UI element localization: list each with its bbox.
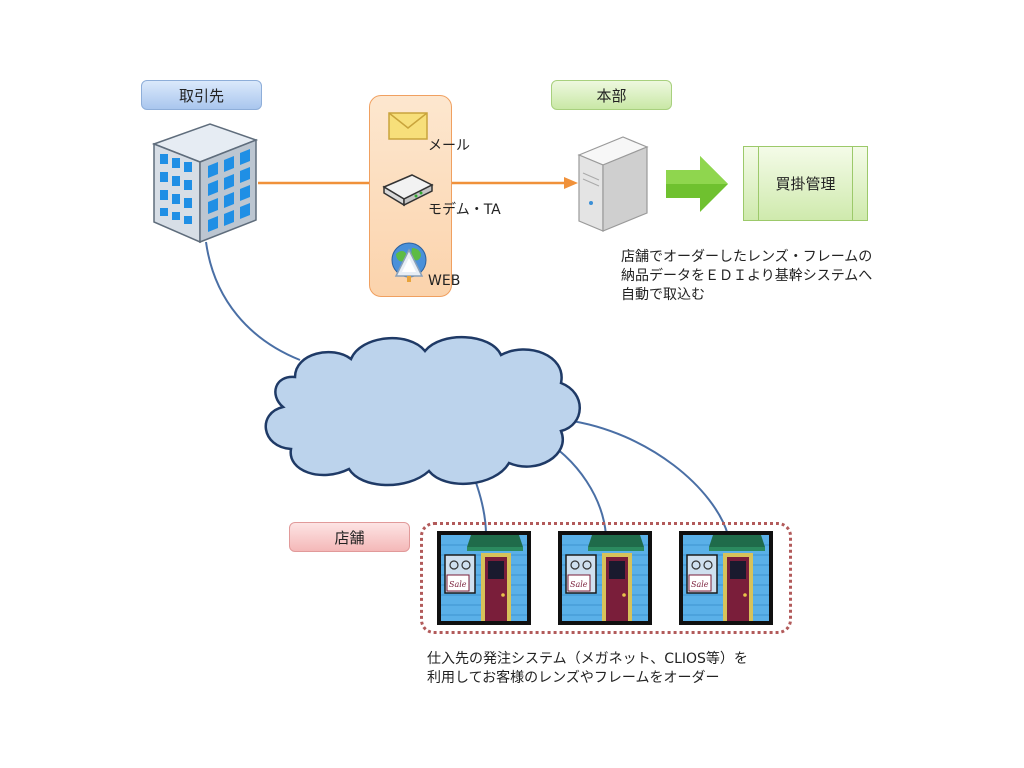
- store-sign-text: Sale: [449, 580, 467, 589]
- store-note: 仕入先の発注システム（メガネット、CLIOS等）を 利用してお客様のレンズやフレ…: [427, 650, 748, 688]
- cloud-icon: [264, 336, 581, 487]
- store-sign-text: Sale: [691, 580, 709, 589]
- hq-note-line-2: 納品データをＥＤＩより基幹システムへ: [621, 268, 873, 284]
- hq-note-line-3: 自動で取込む: [621, 287, 705, 303]
- accounts-payable-box: 買掛管理: [743, 146, 868, 221]
- partner-label-text: 取引先: [178, 86, 224, 105]
- hq-label-text: 本部: [596, 86, 627, 105]
- globe-icon: [391, 242, 427, 282]
- store-group: [420, 522, 792, 634]
- arrow-right-icon: [666, 156, 728, 212]
- modem-icon: [382, 174, 434, 207]
- modem-label: モデム・TA: [428, 202, 501, 218]
- storefront-icon: Sale: [437, 531, 531, 625]
- store-label-text: 店舗: [334, 528, 365, 547]
- store-sign-text: Sale: [570, 580, 588, 589]
- network-line-partner: [205, 241, 301, 361]
- flow-arrowhead: [564, 177, 578, 189]
- store-label: 店舗: [289, 522, 410, 552]
- web-label: WEB: [428, 273, 461, 289]
- accounts-payable-label: 買掛管理: [775, 175, 836, 193]
- storefront-icon: Sale: [679, 531, 773, 625]
- office-building-icon: [151, 123, 259, 244]
- hq-note-line-1: 店舗でオーダーしたレンズ・フレームの: [621, 249, 873, 265]
- hq-label: 本部: [551, 80, 672, 110]
- server-icon: [577, 136, 649, 232]
- store-note-line-2: 利用してお客様のレンズやフレームをオーダー: [427, 670, 720, 686]
- storefront-icon: Sale: [558, 531, 652, 625]
- envelope-icon: [388, 112, 428, 140]
- network-line-store-3: [565, 419, 729, 536]
- store-note-line-1: 仕入先の発注システム（メガネット、CLIOS等）を: [427, 651, 748, 667]
- hq-note: 店舗でオーダーしたレンズ・フレームの 納品データをＥＤＩより基幹システムへ 自動…: [621, 248, 872, 305]
- partner-label: 取引先: [141, 80, 262, 110]
- mail-label: メール: [428, 138, 470, 154]
